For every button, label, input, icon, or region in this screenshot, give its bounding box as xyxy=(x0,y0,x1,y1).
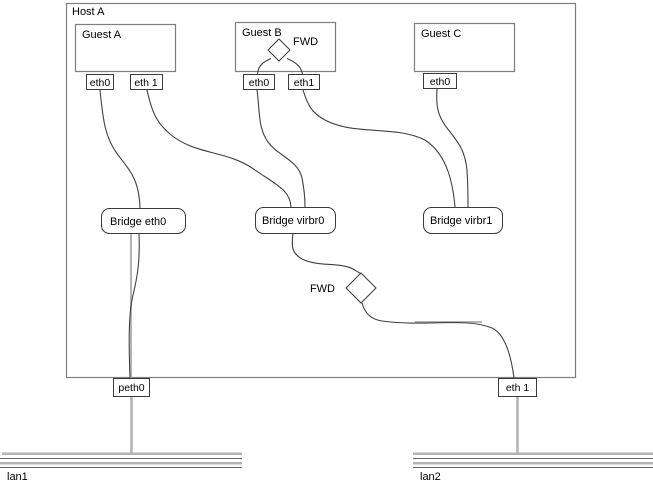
link-fwd-eth1 xyxy=(361,302,515,379)
guest-a-label: Guest A xyxy=(82,29,122,41)
bridge-virbr0-box xyxy=(255,207,336,234)
link-guestc-eth0-bridge-virbr1 xyxy=(436,88,469,208)
bridges: Bridge eth0 Bridge virbr0 Bridge virbr1 xyxy=(101,207,503,234)
guest-a-eth0-label: eth0 xyxy=(90,77,111,89)
host-a-label: Host A xyxy=(72,6,105,18)
guest-b-eth1-label: eth1 xyxy=(294,77,315,89)
guest-a: Guest A eth0 eth 1 xyxy=(74,23,177,90)
guest-c-eth0-label: eth0 xyxy=(430,76,451,88)
link-guestb-eth0-bridge-virbr0 xyxy=(256,89,306,208)
guest-b-eth0-box xyxy=(243,74,275,90)
bridge-virbr1-label: Bridge virbr1 xyxy=(430,215,492,227)
link-guesta-eth0-bridge-eth0 xyxy=(99,89,141,209)
guest-b-fwd-diamond xyxy=(267,38,291,62)
bridge-eth0-label: Bridge eth0 xyxy=(110,216,166,228)
bridge-virbr1-box xyxy=(423,207,503,234)
guest-c-label: Guest C xyxy=(421,28,461,40)
link-guestb-fwd-eth0 xyxy=(256,57,272,75)
lan1-line-1 xyxy=(2,452,242,455)
link-guestb-fwd-eth1 xyxy=(286,57,304,75)
guest-a-eth1-label: eth 1 xyxy=(134,77,158,89)
guest-c-eth0-box xyxy=(423,73,457,89)
lan1-bundle: lan1 xyxy=(0,452,242,482)
guest-b-eth0-label: eth0 xyxy=(249,77,270,89)
link-bridge-virbr0-fwd xyxy=(291,232,362,275)
eth1-box xyxy=(498,378,537,397)
lan1-line-3 xyxy=(0,462,242,465)
guest-c-box xyxy=(413,22,516,73)
fwd-label: FWD xyxy=(310,283,335,295)
bridge-virbr0-label: Bridge virbr0 xyxy=(262,215,324,227)
eth1-label: eth 1 xyxy=(506,382,530,394)
link-guestb-eth1-bridge-virbr1 xyxy=(302,89,456,208)
lan2-line-3 xyxy=(413,462,653,465)
peth0-box xyxy=(113,378,150,397)
host-a-box xyxy=(65,2,577,379)
lan2-bundle: lan2 xyxy=(413,452,653,482)
peth0-label: peth0 xyxy=(118,382,144,394)
connectors xyxy=(99,88,515,379)
lan2-label: lan2 xyxy=(420,471,441,482)
link-bridge-eth0-peth0 xyxy=(128,233,140,379)
guest-b-fwd-label: FWD xyxy=(293,36,318,48)
guest-a-eth0-box xyxy=(86,74,114,90)
lan1-label: lan1 xyxy=(7,471,28,482)
guest-a-box xyxy=(74,23,177,73)
guest-a-eth1-box xyxy=(130,74,163,90)
bridge-eth0-box xyxy=(101,208,186,234)
guest-b-label: Guest B xyxy=(242,27,282,39)
lan2-line-1 xyxy=(413,452,653,455)
fwd-diamond xyxy=(345,272,377,304)
link-guesta-eth1-bridge-virbr0 xyxy=(146,89,292,208)
guest-b: Guest B FWD eth0 eth1 xyxy=(234,21,337,90)
guest-c: Guest C eth0 xyxy=(413,22,516,89)
guest-b-eth1-box xyxy=(288,74,320,90)
